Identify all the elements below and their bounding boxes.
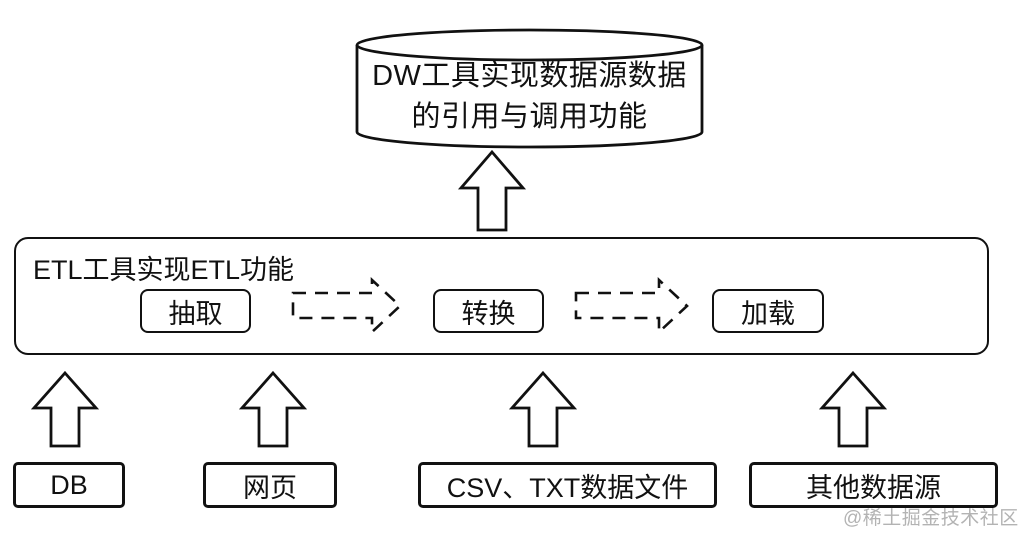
source-webpage-label: 网页 — [243, 472, 297, 503]
dashed-right-arrow-icon — [291, 277, 402, 335]
warehouse-label-line2: 的引用与调用功能 — [411, 101, 648, 133]
source-other-label: 其他数据源 — [806, 472, 941, 503]
etl-container-title: ETL工具实现ETL功能 — [33, 255, 295, 285]
watermark-text: @稀土掘金技术社区 — [843, 508, 1019, 529]
step-transform-label: 转换 — [461, 298, 516, 329]
source-box-db: DB — [13, 462, 125, 508]
up-arrow-icon — [30, 370, 100, 448]
up-arrow-icon — [238, 370, 308, 448]
database-cylinder-icon — [355, 28, 704, 149]
up-arrow-icon — [818, 370, 888, 448]
source-csv-txt-label: CSV、TXT数据文件 — [446, 472, 689, 503]
step-box-extract: 抽取 — [140, 289, 251, 333]
step-extract-label: 抽取 — [168, 298, 223, 329]
up-arrow-icon — [508, 370, 578, 448]
source-db-label: DB — [50, 469, 88, 500]
etl-container-box: ETL工具实现ETL功能 — [14, 237, 989, 355]
warehouse-label: DW工具实现数据源数据 的引用与调用功能 — [357, 56, 702, 138]
step-box-load: 加载 — [712, 289, 824, 333]
warehouse-label-line1: DW工具实现数据源数据 — [372, 60, 687, 92]
up-arrow-icon — [457, 149, 527, 232]
step-load-label: 加载 — [741, 298, 795, 329]
step-box-transform: 转换 — [433, 289, 544, 333]
source-box-csv-txt-files: CSV、TXT数据文件 — [418, 462, 717, 508]
source-box-other-sources: 其他数据源 — [749, 462, 998, 508]
source-box-webpage: 网页 — [203, 462, 337, 508]
